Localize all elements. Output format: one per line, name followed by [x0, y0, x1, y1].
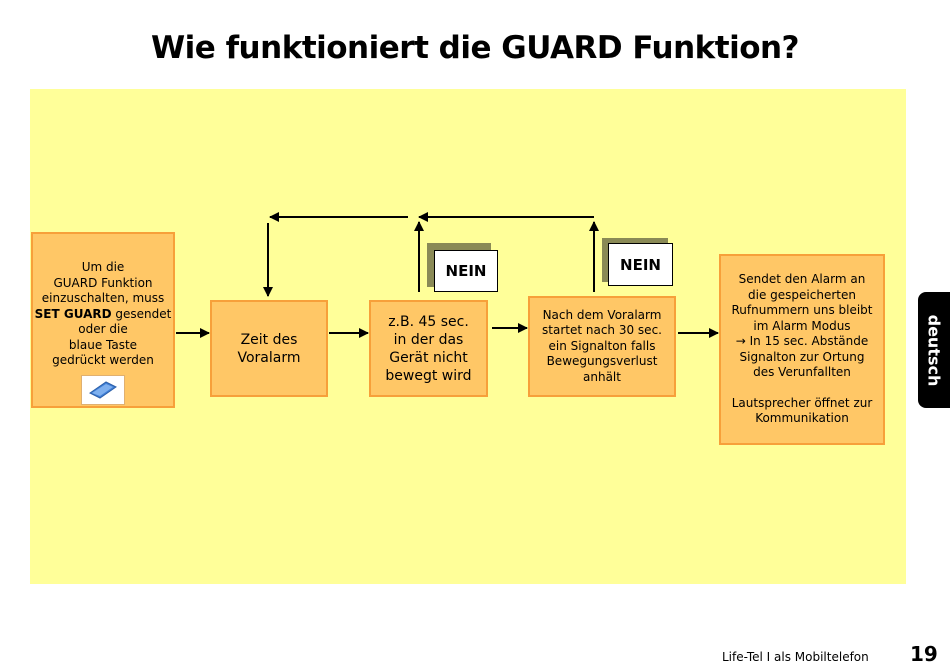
box-start-line: gedrückt werden — [52, 353, 154, 367]
box-alarm-line: Signalton zur Ortung — [739, 349, 865, 364]
language-tab — [918, 292, 950, 408]
box-alarm-line: Kommunikation — [755, 411, 849, 426]
box-start-line: GUARD Funktion — [53, 275, 153, 290]
box-alarm-line: Sendet den Alarm an — [738, 272, 866, 287]
language-tab-label: deutsch — [918, 292, 950, 408]
box-alarm-line: Lautsprecher öffnet zur — [731, 395, 873, 410]
box-pre-alarm-line: Voralarm — [237, 349, 301, 366]
box-alarm-line: → In 15 sec. Abstände — [735, 334, 869, 349]
box-start: Um die GUARD Funktion einzuschalten, mus… — [31, 232, 175, 408]
box-alarm-line: die gespeicherten — [748, 287, 856, 302]
box-alarm: Sendet den Alarm an die gespeicherten Ru… — [719, 254, 885, 445]
box-alarm-line: Rufnummern uns bleibt — [731, 303, 873, 318]
box-signal-line: anhält — [583, 369, 621, 384]
box-motionless-line: bewegt wird — [385, 367, 472, 384]
nein-label-right: NEIN — [608, 243, 673, 286]
box-motionless-line: in der das — [393, 331, 464, 348]
box-motionless: z.B. 45 sec. in der das Gerät nicht bewe… — [369, 300, 488, 397]
box-signal-line: ein Signalton falls — [548, 338, 656, 353]
box-signal: Nach dem Voralarm startet nach 30 sec. e… — [528, 296, 676, 397]
box-motionless-line: Gerät nicht — [389, 349, 468, 366]
box-signal-line: Bewegungsverlust — [546, 354, 658, 369]
box-alarm-line: im Alarm Modus — [753, 318, 851, 333]
page-number: 19 — [910, 642, 938, 666]
box-start-line-set-guard: SET GUARD gesendet — [35, 307, 172, 323]
box-start-line: blaue Taste — [68, 337, 138, 352]
box-motionless-line: z.B. 45 sec. — [388, 313, 469, 330]
set-guard-command: SET GUARD — [34, 306, 112, 321]
box-start-line: oder die — [78, 322, 128, 336]
box-pre-alarm-line: Zeit des — [240, 331, 298, 348]
blue-key-icon — [81, 374, 125, 405]
footer-text: Life-Tel I als Mobiltelefon — [722, 650, 869, 664]
box-signal-line: Nach dem Voralarm — [542, 307, 662, 322]
language-tab-text: deutsch — [924, 314, 944, 386]
box-alarm-line: des Verunfallten — [753, 365, 851, 380]
box-pre-alarm: Zeit des Voralarm — [210, 300, 328, 397]
box-signal-line: startet nach 30 sec. — [542, 323, 662, 338]
set-guard-rest: gesendet — [111, 306, 172, 321]
box-start-line: Um die — [81, 260, 125, 274]
page-title: Wie funktioniert die GUARD Funktion? — [150, 30, 800, 66]
nein-label-left: NEIN — [434, 250, 498, 292]
box-start-line: einzuschalten, muss — [41, 291, 165, 305]
